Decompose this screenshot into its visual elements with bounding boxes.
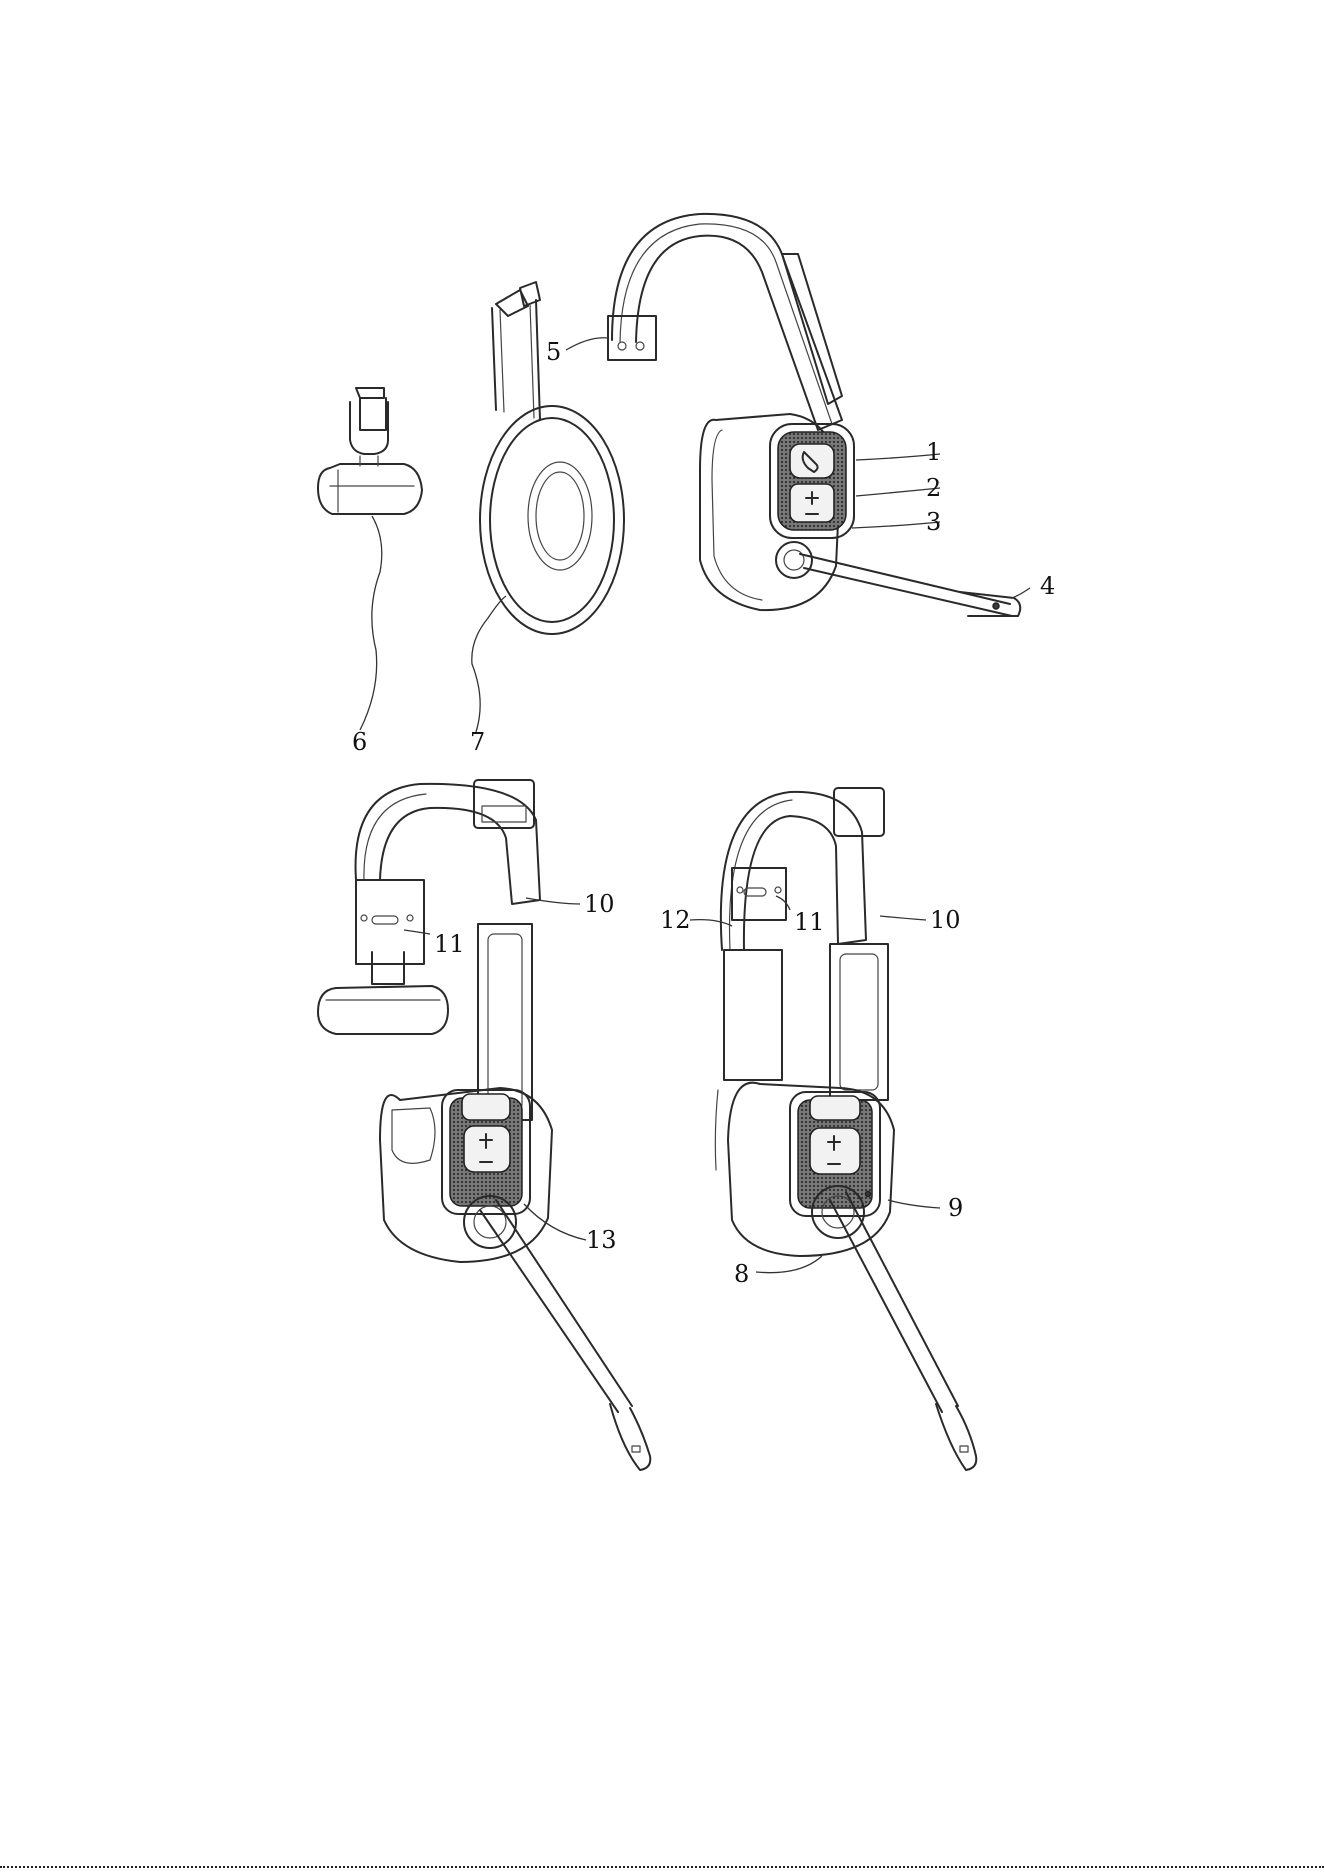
headset-main-view	[608, 214, 1020, 616]
callout-5: 5	[546, 338, 561, 366]
callout-2: 2	[926, 474, 941, 502]
callout-8: 8	[734, 1260, 749, 1288]
ear-cushion-part	[480, 282, 624, 634]
clip-module-part	[318, 388, 422, 514]
headset-left-view	[318, 780, 650, 1470]
callout-3: 3	[926, 508, 941, 536]
callout-13: 13	[586, 1226, 617, 1254]
callout-7: 7	[470, 728, 485, 756]
callout-11-right: 11	[794, 908, 825, 936]
callout-11-left: 11	[434, 930, 465, 958]
callout-6: 6	[352, 728, 367, 756]
callout-9: 9	[948, 1194, 963, 1222]
callout-10-right: 10	[930, 906, 961, 934]
callout-1: 1	[926, 438, 941, 466]
headset-right-view	[715, 788, 976, 1470]
callout-4: 4	[1040, 572, 1055, 600]
callout-10-left: 10	[584, 890, 615, 918]
page-bottom-rule	[0, 1866, 1324, 1872]
callout-12: 12	[660, 906, 691, 934]
